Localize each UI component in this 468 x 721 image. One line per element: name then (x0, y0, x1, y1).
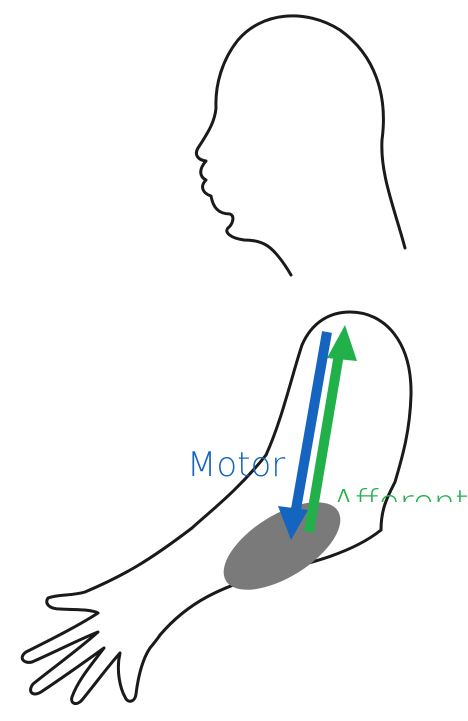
hand-outline (22, 592, 160, 704)
motor-label: Motor (187, 445, 285, 485)
head-profile-icon (196, 16, 405, 275)
afferent-label: Afferent (332, 483, 468, 523)
muscle-ellipse (210, 485, 355, 608)
